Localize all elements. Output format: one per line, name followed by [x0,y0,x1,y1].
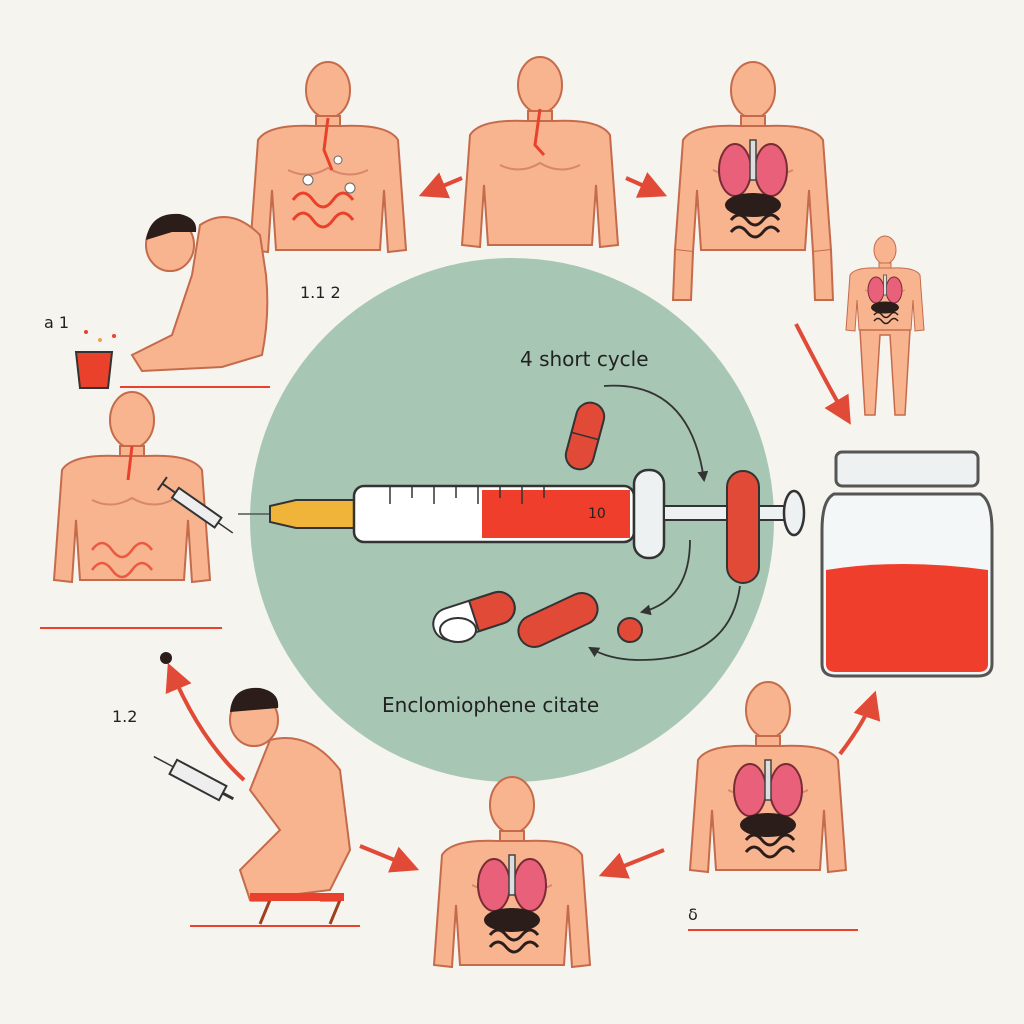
step-label-left-top: a 1 [44,313,69,332]
capsule-icon [517,592,599,648]
arrow-icon [838,690,881,756]
pill-icon [617,617,643,643]
figure-top-center [461,56,619,248]
arrow-icon [359,844,420,873]
cycle-label: 4 short cycle [520,347,649,371]
small-syringe-icon [156,476,234,534]
figure-small-right [845,235,925,416]
jar-icon [820,450,994,678]
capsule-icon [564,401,606,471]
arrow-icon [588,646,641,661]
arrow-icon [418,172,463,199]
handheld-syringe-icon [153,755,235,802]
figure-left-middle [53,391,211,583]
drug-name-label: Enclomiophene citate [382,693,599,717]
arrow-icon [639,539,691,616]
figure-left-top [120,213,270,388]
figure-top-right [671,61,835,301]
syringe-mark-label: 10 [588,506,606,522]
figure-bottom-center [433,776,591,968]
syringe-icon [238,468,806,560]
arrow-icon [625,172,668,198]
capsule-icon [726,470,760,584]
arrow-icon [603,384,709,483]
figure-top-left [249,61,407,253]
arrow-icon [639,585,741,661]
step-label-bottom-right: δ [688,905,698,924]
arrow-icon [794,323,851,425]
arrow-icon [598,848,665,879]
figure-bottom-left [190,687,360,927]
pill-icon [439,617,477,643]
step-label-top: 1.1 2 [300,283,341,302]
dot-icon [160,652,172,664]
step-label-left-bottom: 1.2 [112,707,137,726]
figure-bottom-right [688,681,858,931]
arrow-icon [165,662,246,782]
cup-icon [74,330,116,389]
